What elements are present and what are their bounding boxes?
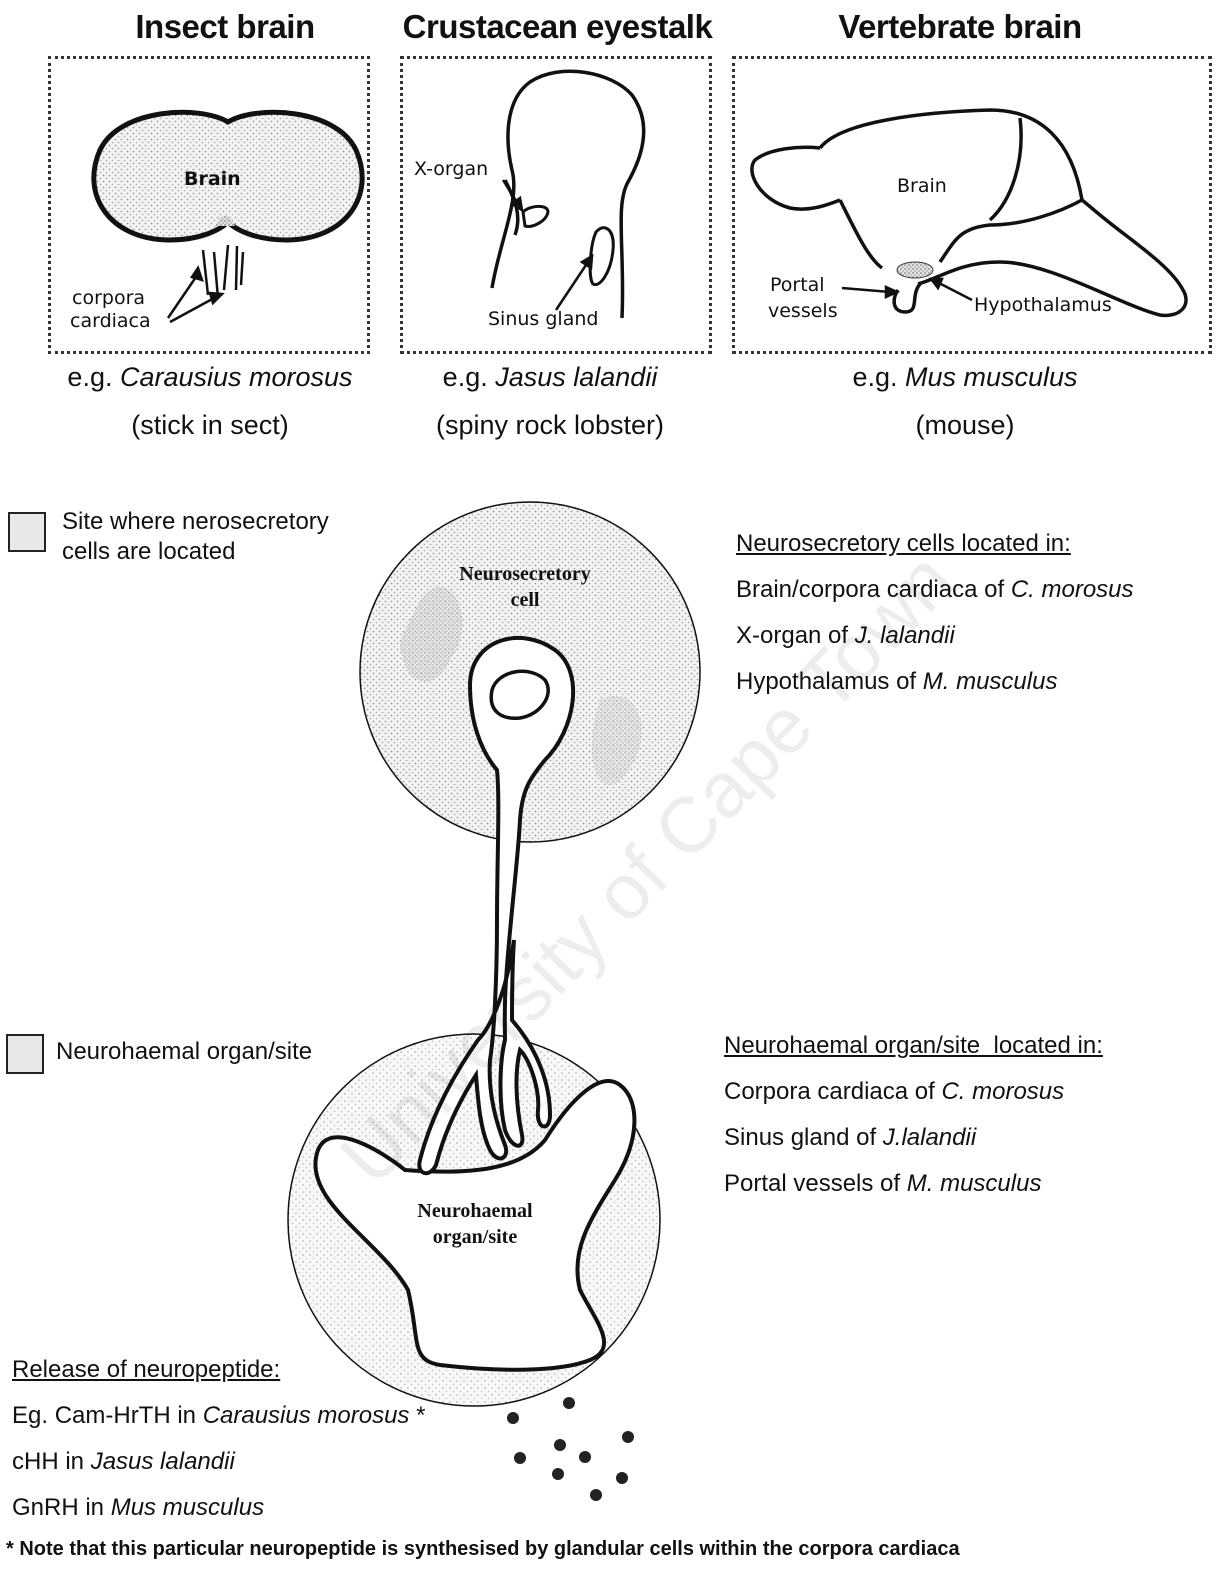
legend-neurohaemal-label: Neurohaemal organ/site (56, 1038, 312, 1066)
eyestalk-outline (492, 71, 644, 318)
release-item-3: GnRH in Mus musculus (12, 1494, 264, 1522)
eyestalk-arrows (503, 180, 592, 310)
insect-brain-label: Brain (184, 168, 241, 190)
vertebrate-brain-label: Brain (897, 175, 947, 197)
corpora-cardiaca-shape (203, 245, 243, 298)
neurosecretory-item2-text: X-organ of (736, 622, 855, 649)
neurosecretory-item3-species: M. musculus (923, 668, 1058, 695)
hypothalamus-shape (897, 262, 933, 278)
portal-label-2: vessels (768, 300, 838, 322)
neurosecretory-item2-species: J. lalandii (855, 622, 955, 649)
release-item3-text: GnRH in (12, 1494, 111, 1521)
vertebrate-example-prefix: e.g. (852, 362, 905, 392)
legend-neurohaemal-swatch (6, 1034, 44, 1074)
neurosecretory-item1-species: C. morosus (1011, 576, 1134, 603)
insect-example-prefix: e.g. (67, 362, 120, 392)
release-item1-mark: * (409, 1402, 425, 1429)
x-organ-shape (523, 206, 548, 226)
neuropeptide-granules (507, 1397, 634, 1501)
neurosecretory-item3-text: Hypothalamus of (736, 668, 923, 695)
vertebrate-example: e.g. Mus musculus (780, 362, 1150, 393)
release-item-2: cHH in Jasus lalandii (12, 1448, 235, 1476)
vertebrate-arrows (842, 279, 972, 300)
cell-label-2: cell (400, 589, 650, 612)
organ-label-1: Neurohaemal (350, 1200, 600, 1223)
release-item1-text: Eg. Cam-HrTH in (12, 1402, 203, 1429)
release-heading: Release of neuropeptide: (12, 1356, 280, 1384)
sinus-gland-label: Sinus gland (488, 308, 598, 330)
insect-species: Carausius morosus (120, 362, 353, 392)
neurohaemal-item3-text: Portal vessels of (724, 1170, 907, 1197)
crustacean-species: Jasus lalandii (495, 362, 657, 392)
neurohaemal-item2-text: Sinus gland of (724, 1124, 883, 1151)
release-item2-text: cHH in (12, 1448, 91, 1475)
insect-example: e.g. Carausius morosus (30, 362, 390, 393)
footnote: * Note that this particular neuropeptide… (6, 1538, 960, 1561)
neurohaemal-item3-species: M. musculus (907, 1170, 1042, 1197)
neurosecretory-list-item-3: Hypothalamus of M. musculus (736, 668, 1057, 696)
corpora-label: corpora (72, 287, 145, 309)
neurosecretory-list-heading: Neurosecretory cells located in: (736, 530, 1071, 558)
neurohaemal-list-item-3: Portal vessels of M. musculus (724, 1170, 1041, 1198)
x-organ-label: X-organ (414, 158, 488, 180)
crustacean-example-prefix: e.g. (443, 362, 496, 392)
release-item1-species: Carausius morosus (203, 1402, 410, 1429)
cell-label-1: Neurosecretory (400, 563, 650, 586)
hypothalamus-label: Hypothalamus (974, 294, 1112, 316)
neurosecretory-list-item-2: X-organ of J. lalandii (736, 622, 955, 650)
vertebrate-species: Mus musculus (905, 362, 1078, 392)
release-item2-species: Jasus lalandii (91, 1448, 235, 1475)
neurohaemal-list-item-1: Corpora cardiaca of C. morosus (724, 1078, 1064, 1106)
crustacean-example: e.g. Jasus lalandii (380, 362, 720, 393)
legend-neurosecretory-line1: Site where nerosecretory (62, 508, 329, 536)
neurohaemal-list-item-2: Sinus gland of J.lalandii (724, 1124, 976, 1152)
release-item-1: Eg. Cam-HrTH in Carausius morosus * (12, 1402, 425, 1430)
neurosecretory-item1-text: Brain/corpora cardiaca of (736, 576, 1011, 603)
neurohaemal-item1-text: Corpora cardiaca of (724, 1078, 941, 1105)
release-item3-species: Mus musculus (111, 1494, 264, 1521)
neurohaemal-list-heading: Neurohaemal organ/site located in: (724, 1032, 1103, 1060)
legend-neurosecretory-line2: cells are located (62, 538, 235, 566)
organ-label-2: organ/site (350, 1226, 600, 1249)
cardiaca-label: cardiaca (70, 310, 151, 332)
insect-common-name: (stick in sect) (30, 410, 390, 441)
legend-neurosecretory-swatch (8, 512, 46, 552)
crustacean-common-name: (spiny rock lobster) (380, 410, 720, 441)
vertebrate-common-name: (mouse) (780, 410, 1150, 441)
neurohaemal-item2-species: J.lalandii (883, 1124, 976, 1151)
neurohaemal-item1-species: C. morosus (941, 1078, 1064, 1105)
portal-label-1: Portal (770, 274, 825, 296)
sinus-gland-shape (590, 228, 613, 285)
neurosecretory-list-item-1: Brain/corpora cardiaca of C. morosus (736, 576, 1134, 604)
corpora-cardiaca-arrows (168, 268, 222, 322)
